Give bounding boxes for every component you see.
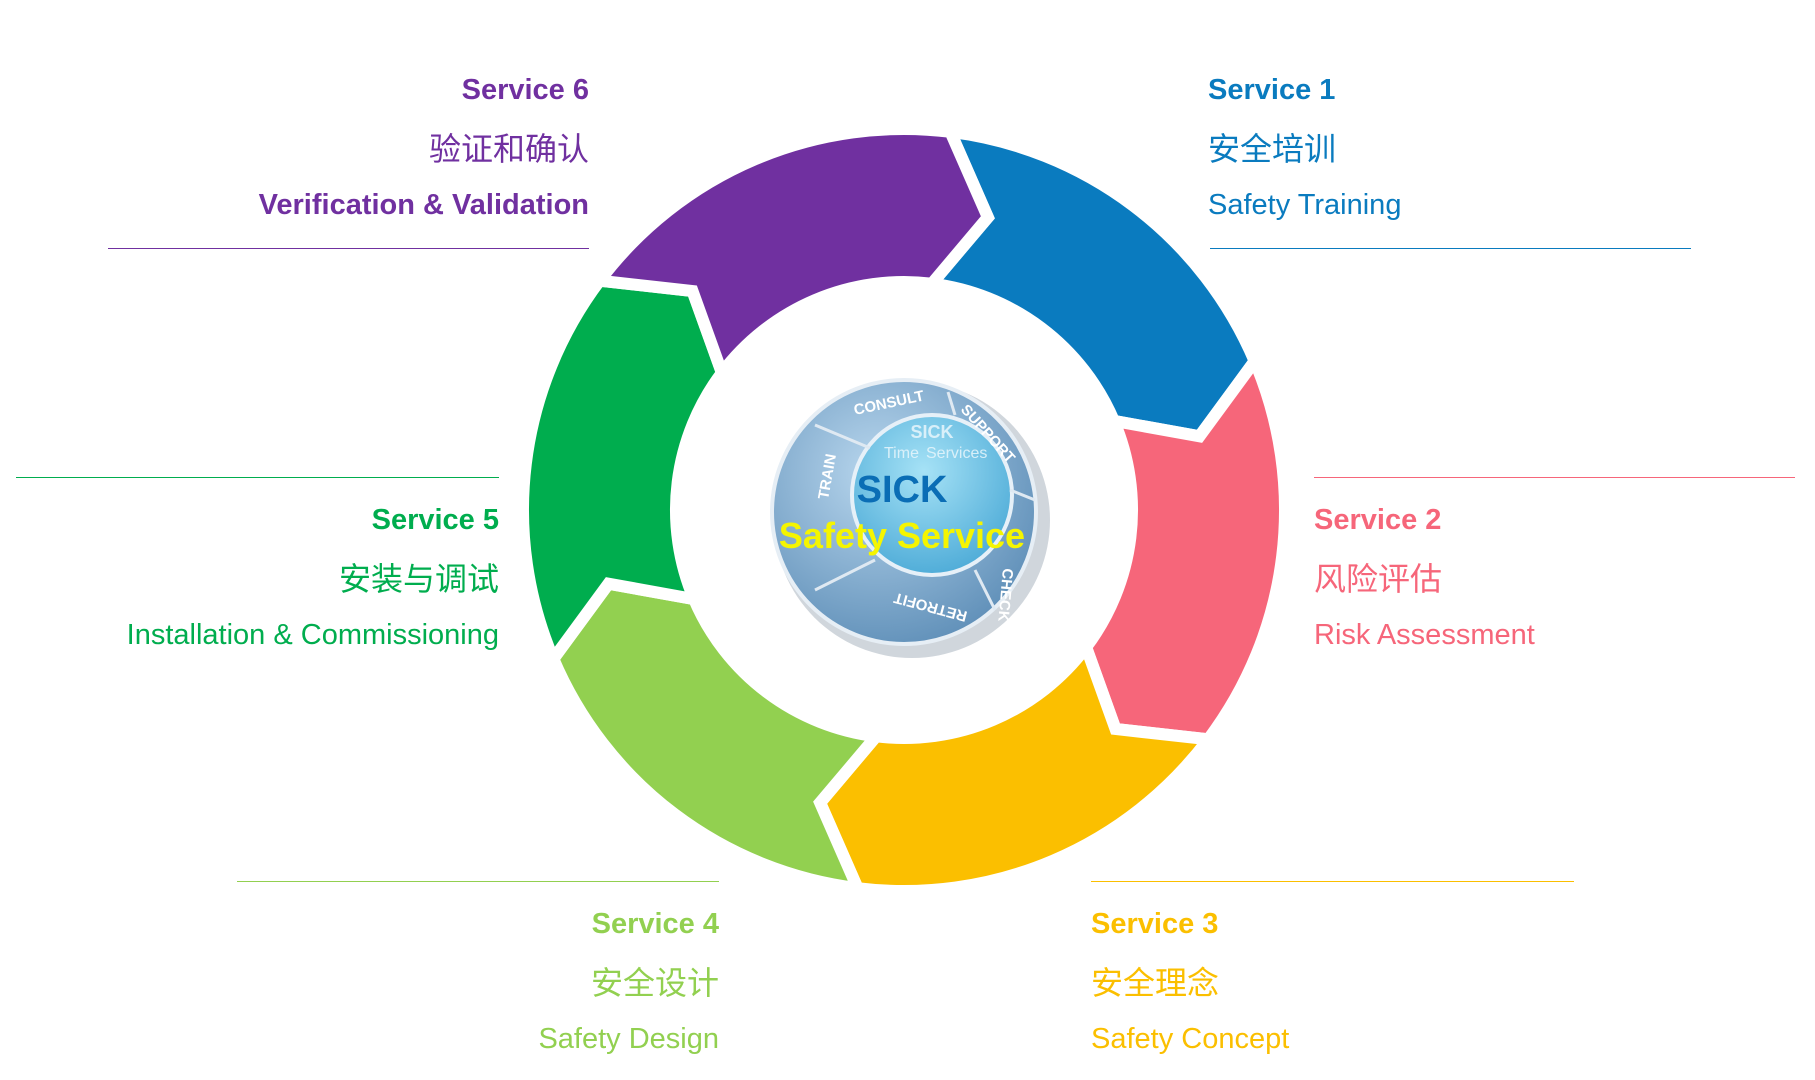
badge-inner-sick: SICK: [910, 422, 953, 442]
service-2-rule: [1314, 477, 1795, 478]
service-3-title: Service 3: [1091, 908, 1219, 940]
service-6-arrow-segment: [588, 122, 995, 386]
service-4-en: Safety Design: [538, 1023, 719, 1055]
service-1-zh: 安全培训: [1208, 131, 1337, 167]
service-2-title: Service 2: [1314, 504, 1442, 536]
center-subtitle: Safety Service: [779, 515, 1025, 556]
service-4-zh: 安全设计: [590, 965, 719, 1001]
service-4-rule: [237, 881, 719, 882]
service-4-title: Service 4: [591, 908, 719, 940]
badge-check: CHECK: [994, 568, 1016, 623]
service-5-title: Service 5: [371, 504, 499, 536]
service-1-rule: [1210, 248, 1691, 249]
service-4-arrow-segment: [546, 577, 888, 896]
service-1-arrow-segment: [920, 124, 1262, 443]
service-2-zh: 风险评估: [1314, 561, 1443, 597]
service-6-title: Service 6: [461, 74, 589, 106]
badge-inner-time: Time: [884, 445, 919, 462]
service-5-zh: 安装与调试: [338, 561, 499, 597]
service-6-en: Verification & Validation: [258, 189, 589, 221]
service-6-rule: [108, 248, 589, 249]
service-5-rule: [16, 477, 499, 478]
service-1-title: Service 1: [1208, 74, 1336, 106]
service-3-rule: [1091, 881, 1574, 882]
service-5-en: Installation & Commissioning: [126, 619, 499, 651]
service-3-en: Safety Concept: [1091, 1023, 1290, 1055]
service-6-zh: 验证和确认: [428, 131, 589, 167]
service-1-en: Safety Training: [1208, 189, 1402, 221]
sick-services-badge: CONSULT SUPPORT CHECK RETROFIT TRAIN SIC…: [770, 378, 1050, 658]
service-2-en: Risk Assessment: [1314, 619, 1535, 651]
badge-inner-services: Services: [926, 445, 987, 462]
center-title: SICK: [857, 469, 948, 511]
service-3-zh: 安全理念: [1091, 965, 1220, 1001]
